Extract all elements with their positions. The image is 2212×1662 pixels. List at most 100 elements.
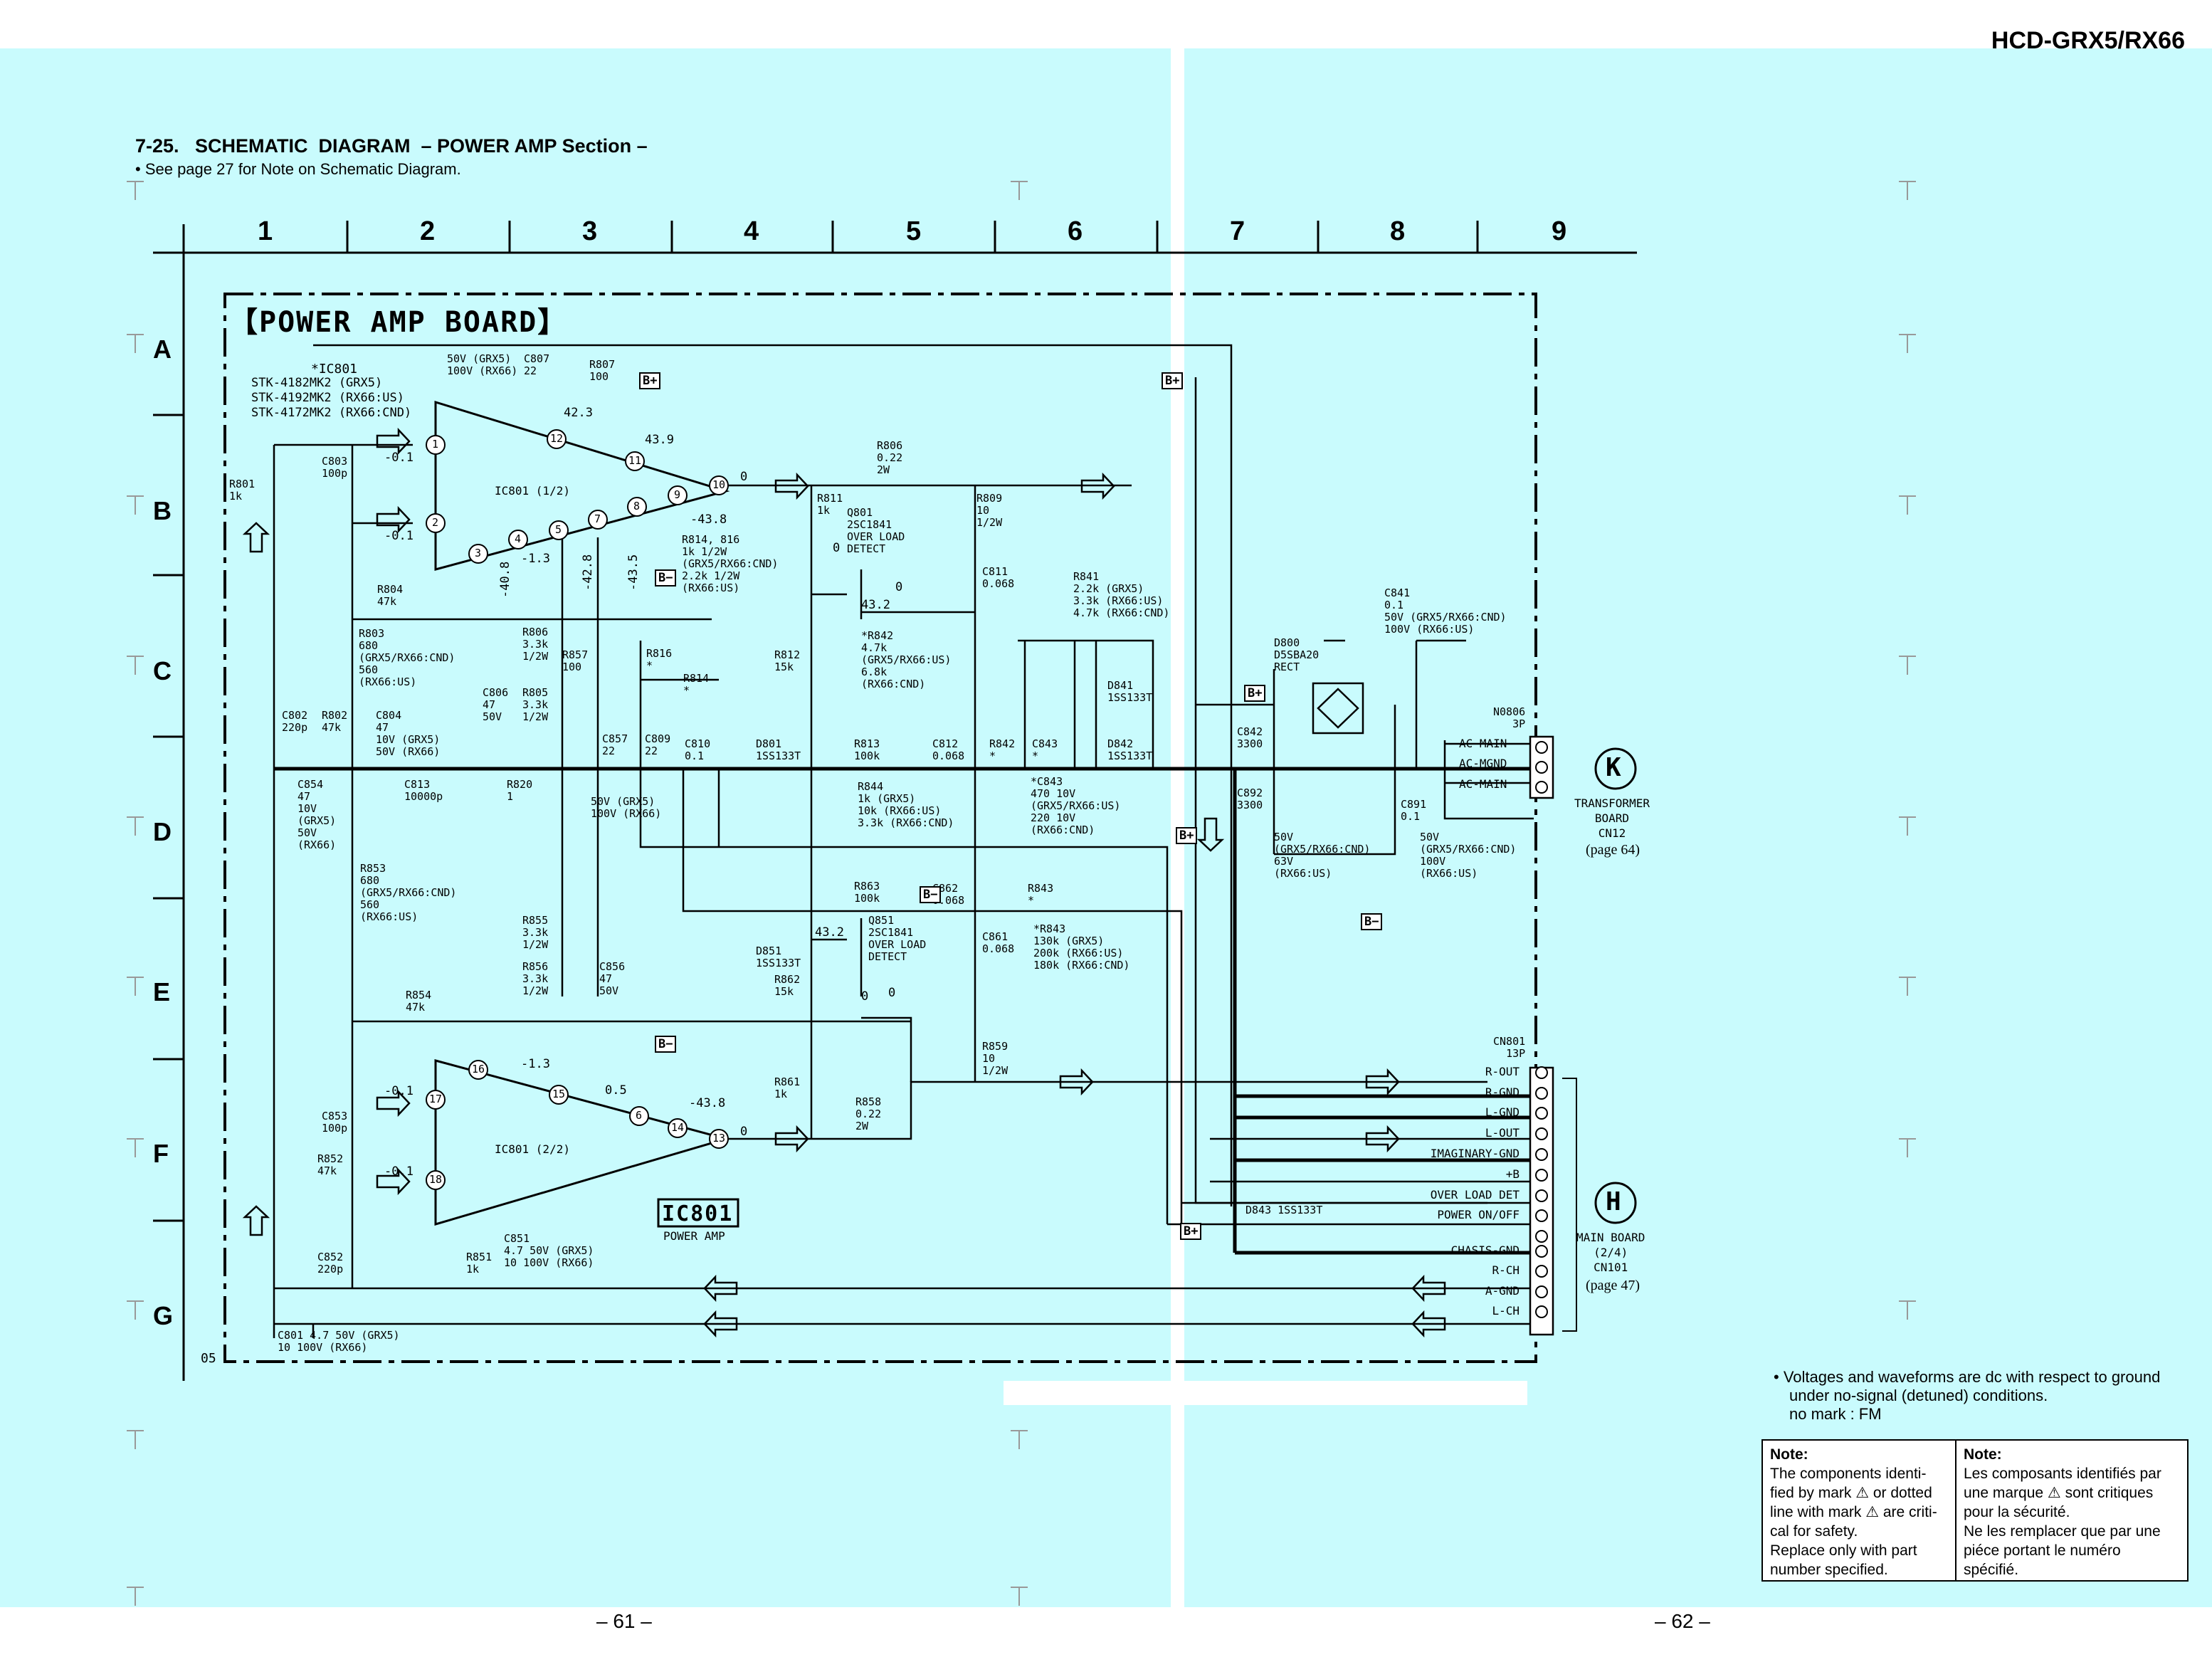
component-label: D842 1SS133T [1107,737,1153,762]
component-label: R802 47k [322,709,348,734]
grid-row-label: A [153,335,172,364]
component-label: C807 22 [524,352,550,377]
component-label: R806 3.3k 1/2W [522,626,549,663]
component-label: C812 0.068 [932,737,965,762]
ic-pin [547,429,567,449]
component-label: R814 * [683,672,710,697]
component-label: R809 10 1/2W [976,492,1003,529]
supply-flag: B+ [1244,685,1266,702]
component-label: R841 2.2k (GRX5) 3.3k (RX66:US) 4.7k (RX… [1073,570,1170,619]
page-number-left: – 61 – [596,1610,652,1632]
ic-pin [468,544,488,564]
component-label: D841 1SS133T [1107,679,1153,704]
safety-note-en-line: number specified. [1770,1562,1888,1578]
voltage-label: 0 [833,541,841,555]
voltage-label: -0.1 [384,529,414,543]
registration-mark [127,334,144,353]
registration-mark [127,1300,144,1320]
ic-pin [426,1170,446,1190]
registration-mark [1899,1138,1916,1157]
registration-mark [127,1138,144,1157]
main-line-label: L-GND [1485,1105,1520,1119]
component-label: R820 1 [507,778,533,803]
ic-pin [627,497,647,517]
component-label: R843 * [1028,882,1054,907]
component-label: C811 0.068 [982,565,1015,590]
main-line-label: R-OUT [1485,1065,1520,1078]
registration-mark [127,495,144,515]
component-label: R805 3.3k 1/2W [522,686,549,723]
ic-pin [629,1106,649,1126]
voltage-label: -43.8 [689,1096,726,1110]
ic-pin [549,520,569,540]
model-title: HCD-GRX5/RX66 [1991,27,2185,54]
component-label: C841 0.1 50V (GRX5/RX66:CND) 100V (RX66:… [1384,587,1507,636]
ic-pin-number: 12 [550,432,564,445]
supply-flag: B− [1361,913,1383,930]
component-label: Q851 2SC1841 OVER LOAD DETECT [868,914,927,963]
registration-mark [1899,816,1916,836]
component-label: R862 15k [774,973,801,998]
component-label: R814, 816 1k 1/2W (GRX5/RX66:CND) 2.2k 1… [682,533,779,594]
registration-mark [1899,656,1916,675]
registration-mark [127,1587,144,1606]
voltage-note-line-3: no mark : FM [1789,1405,1882,1423]
component-label: C803 100p [322,455,348,480]
grid-column-label: 8 [1390,216,1406,246]
component-label: C861 0.068 [982,930,1015,955]
voltage-label: 0 [740,1125,748,1139]
component-label: C856 47 50V [599,960,626,997]
grid-column-label: 7 [1230,216,1245,246]
component-label: R855 3.3k 1/2W [522,914,549,951]
component-label: C801 4.7 50V (GRX5) 10 100V (RX66) [278,1329,400,1354]
main-line-label: POWER ON/OFF [1437,1208,1520,1221]
main-line-label: OVER LOAD DET [1430,1188,1520,1201]
registration-mark [127,816,144,836]
supply-flag: B− [655,569,677,587]
registration-mark [1899,495,1916,515]
ic-pin-number: 4 [515,532,522,545]
voltage-label: 0 [740,470,748,484]
component-label: *R843 130k (GRX5) 200k (RX66:US) 180k (R… [1033,922,1130,972]
safety-note-english: Note: The components identi- fied by mar… [1763,1441,1956,1580]
component-label: C854 47 10V (GRX5) 50V (RX66) [297,778,337,851]
component-label: R856 3.3k 1/2W [522,960,549,997]
ic-pin-number: 2 [432,516,439,529]
main-connector-id: H [1606,1187,1621,1216]
registration-mark [1011,1587,1028,1606]
voltage-label: -1.3 [521,1057,550,1071]
ic-pin-number: 10 [712,478,726,491]
rectifier-bridge [1312,682,1364,735]
ic-pin-number: 1 [432,438,439,451]
component-label: C806 47 50V [483,686,509,723]
main-line-label: R-CH [1492,1263,1520,1277]
transformer-line-label: AC-MAIN [1459,737,1507,750]
safety-note-fr-line: pour la sécurité. [1964,1504,2070,1520]
component-label: D800 D5SBA20 RECT [1274,636,1320,673]
voltage-note-line-1: • Voltages and waveforms are dc with res… [1774,1368,2161,1386]
registration-mark [127,1430,144,1449]
component-label: R804 47k [377,583,404,608]
voltage-note-line-2: under no-signal (detuned) conditions. [1789,1387,2048,1404]
component-label: R806 0.22 2W [877,439,903,476]
section-title: 7-25. SCHEMATIC DIAGRAM – POWER AMP Sect… [135,135,648,157]
ic-part-1: STK-4182MK2 (GRX5) [251,376,383,390]
main-connector-header: CN801 13P [1493,1035,1526,1060]
ic-pin-number: 14 [671,1121,685,1134]
component-label: C842 3300 [1237,725,1263,750]
component-label: R861 1k [774,1075,801,1100]
voltage-label: 43.2 [861,598,890,612]
ic-pin-number: 7 [594,512,601,525]
safety-note-fr-title: Note: [1964,1446,2002,1463]
registration-mark [127,656,144,675]
ic-pin-number: 17 [429,1093,443,1105]
ic-pin [508,530,528,549]
voltage-label: -1.3 [521,552,550,566]
safety-note-en-line: cal for safety. [1770,1523,1858,1540]
grid-column-label: 2 [420,216,436,246]
supply-flag: B− [920,886,942,903]
grid-column-label: 9 [1552,216,1567,246]
registration-mark [127,977,144,996]
supply-flag: B− [655,1036,677,1053]
